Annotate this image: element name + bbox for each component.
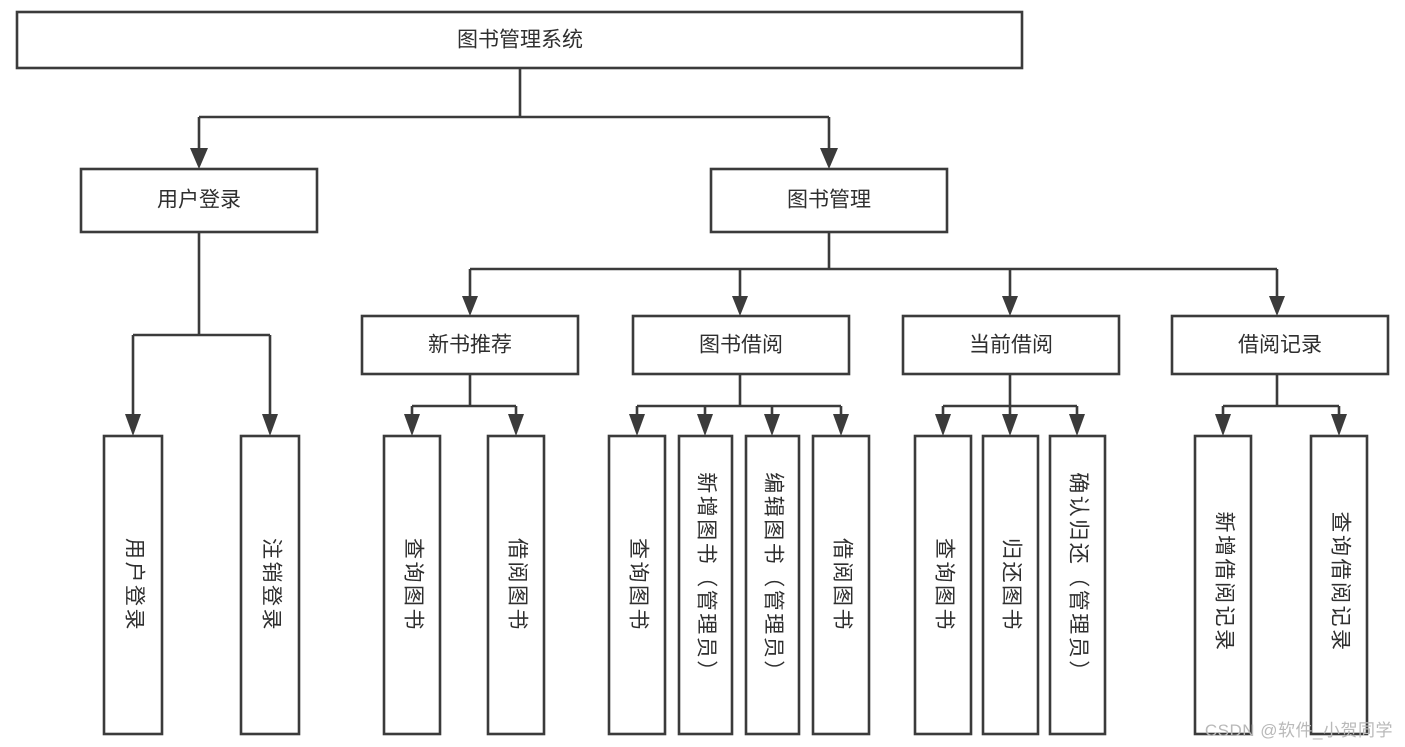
root-box[interactable]	[15, 10, 1024, 70]
leaf-confirm-return-box[interactable]	[1048, 434, 1107, 736]
arrow-to-user-login	[190, 148, 208, 169]
book-borrow-box[interactable]	[631, 314, 851, 376]
arrow-leaf-query-book-1	[404, 414, 420, 436]
arrow-leaf-return-book	[1002, 414, 1018, 436]
arrow-leaf-borrow-book-1	[508, 414, 524, 436]
arrow-leaf-query-record	[1331, 414, 1347, 436]
leaf-borrow-book-1-label: 借阅图书	[505, 538, 528, 632]
node-new-book-recommend[interactable]: 新书推荐	[360, 314, 580, 376]
arrow-leaf-add-record	[1215, 414, 1231, 436]
current-borrow-label: 当前借阅	[969, 334, 1053, 357]
user-login-box[interactable]	[79, 167, 319, 234]
connector-layer	[125, 68, 1347, 436]
node-leaf-query-book-3[interactable]: 查询图书	[913, 434, 973, 736]
arrow-to-current-borrow	[1002, 296, 1018, 316]
node-leaf-logout-login[interactable]: 注销登录	[239, 434, 301, 736]
leaf-return-book-box[interactable]	[981, 434, 1040, 736]
node-leaf-query-book-1[interactable]: 查询图书	[382, 434, 442, 736]
root-label: 图书管理系统	[457, 29, 583, 52]
arrow-to-book-borrow	[732, 296, 748, 316]
arrow-leaf-add-book	[697, 414, 713, 436]
arrow-to-new-book-recommend	[462, 296, 478, 316]
arrow-leaf-borrow-book-2	[833, 414, 849, 436]
book-borrow-label: 图书借阅	[699, 334, 783, 357]
leaf-add-record-box[interactable]	[1193, 434, 1253, 736]
leaf-add-record-label: 新增借阅记录	[1212, 512, 1235, 653]
node-leaf-add-record[interactable]: 新增借阅记录	[1193, 434, 1253, 736]
leaf-user-login-box[interactable]	[102, 434, 164, 736]
leaf-logout-login-label: 注销登录	[259, 538, 282, 632]
leaf-query-record-label: 查询借阅记录	[1328, 512, 1351, 653]
user-login-label: 用户登录	[157, 189, 241, 212]
node-borrow-record[interactable]: 借阅记录	[1170, 314, 1390, 376]
leaf-edit-book-label: 编辑图书（管理员）	[761, 472, 784, 684]
leaf-query-record-box[interactable]	[1309, 434, 1369, 736]
arrow-leaf-query-book-3	[935, 414, 951, 436]
leaf-edit-book-box[interactable]	[744, 434, 801, 736]
node-leaf-query-book-2[interactable]: 查询图书	[607, 434, 667, 736]
leaf-add-book-box[interactable]	[677, 434, 734, 736]
leaf-add-book-label: 新增图书（管理员）	[694, 472, 717, 684]
csdn-watermark: CSDN @软件_小贺同学	[1204, 721, 1393, 740]
new-book-recommend-label: 新书推荐	[428, 334, 512, 357]
node-leaf-user-login[interactable]: 用户登录	[102, 434, 164, 736]
leaf-borrow-book-2-box[interactable]	[811, 434, 871, 736]
node-leaf-add-book[interactable]: 新增图书（管理员）	[677, 434, 734, 736]
node-leaf-query-record[interactable]: 查询借阅记录	[1309, 434, 1369, 736]
leaf-confirm-return-label: 确认归还（管理员）	[1066, 472, 1089, 684]
arrow-leaf-logout-login	[262, 414, 278, 436]
leaf-query-book-3-box[interactable]	[913, 434, 973, 736]
node-root-system[interactable]: 图书管理系统	[15, 10, 1024, 70]
leaf-query-book-2-box[interactable]	[607, 434, 667, 736]
node-current-borrow[interactable]: 当前借阅	[901, 314, 1121, 376]
node-book-management[interactable]: 图书管理	[709, 167, 949, 234]
leaf-query-book-1-label: 查询图书	[401, 538, 424, 632]
book-management-label: 图书管理	[787, 189, 871, 212]
leaf-return-book-label: 归还图书	[999, 538, 1022, 632]
leaf-borrow-book-2-label: 借阅图书	[830, 538, 853, 632]
leaf-query-book-1-box[interactable]	[382, 434, 442, 736]
current-borrow-box[interactable]	[901, 314, 1121, 376]
node-leaf-confirm-return[interactable]: 确认归还（管理员）	[1048, 434, 1107, 736]
node-leaf-edit-book[interactable]: 编辑图书（管理员）	[744, 434, 801, 736]
arrow-leaf-confirm-return	[1069, 414, 1085, 436]
arrow-to-book-management	[820, 148, 838, 169]
leaf-query-book-2-label: 查询图书	[626, 538, 649, 632]
node-leaf-borrow-book-1[interactable]: 借阅图书	[486, 434, 546, 736]
arrow-to-borrow-record	[1269, 296, 1285, 316]
borrow-record-label: 借阅记录	[1238, 334, 1322, 357]
leaf-user-login-label: 用户登录	[122, 538, 145, 632]
leaf-query-book-3-label: 查询图书	[932, 538, 955, 632]
borrow-record-box[interactable]	[1170, 314, 1390, 376]
node-leaf-return-book[interactable]: 归还图书	[981, 434, 1040, 736]
node-book-borrow[interactable]: 图书借阅	[631, 314, 851, 376]
leaf-borrow-book-1-box[interactable]	[486, 434, 546, 736]
node-leaf-borrow-book-2[interactable]: 借阅图书	[811, 434, 871, 736]
leaf-logout-login-box[interactable]	[239, 434, 301, 736]
node-user-login[interactable]: 用户登录	[79, 167, 319, 234]
arrow-leaf-query-book-2	[629, 414, 645, 436]
arrow-leaf-user-login	[125, 414, 141, 436]
arrow-leaf-edit-book	[764, 414, 780, 436]
book-management-box[interactable]	[709, 167, 949, 234]
new-book-recommend-box[interactable]	[360, 314, 580, 376]
